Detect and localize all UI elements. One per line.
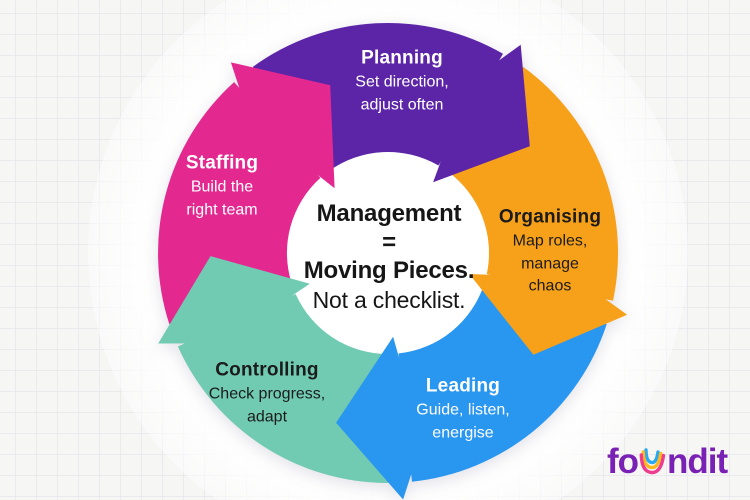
logo-text-fo: fo (607, 442, 639, 481)
logo-text-ndit: ndit (667, 442, 728, 481)
center-line-3: Moving Pieces. (303, 257, 475, 284)
logo-u-arc-1 (644, 448, 660, 465)
arrow-segment-leading-head (336, 336, 436, 500)
arrow-segment-planning-head (429, 44, 530, 183)
arrow-segment-staffing-head (218, 62, 335, 189)
arrow-heads (158, 44, 628, 500)
arrow-segment-organising-head (469, 263, 628, 355)
logo-u-arc-3 (639, 453, 666, 475)
center-line-2: = (382, 228, 396, 256)
center-circle (286, 151, 490, 355)
arrow-segment-controlling-head (158, 256, 310, 367)
center-line-1: Management (316, 200, 462, 227)
logo-u-icon (639, 448, 666, 475)
logo-u-arc-2 (641, 450, 663, 470)
center-line-4: Not a checklist. (312, 286, 466, 313)
center-message: Management = Moving Pieces. Not a checkl… (304, 200, 475, 314)
